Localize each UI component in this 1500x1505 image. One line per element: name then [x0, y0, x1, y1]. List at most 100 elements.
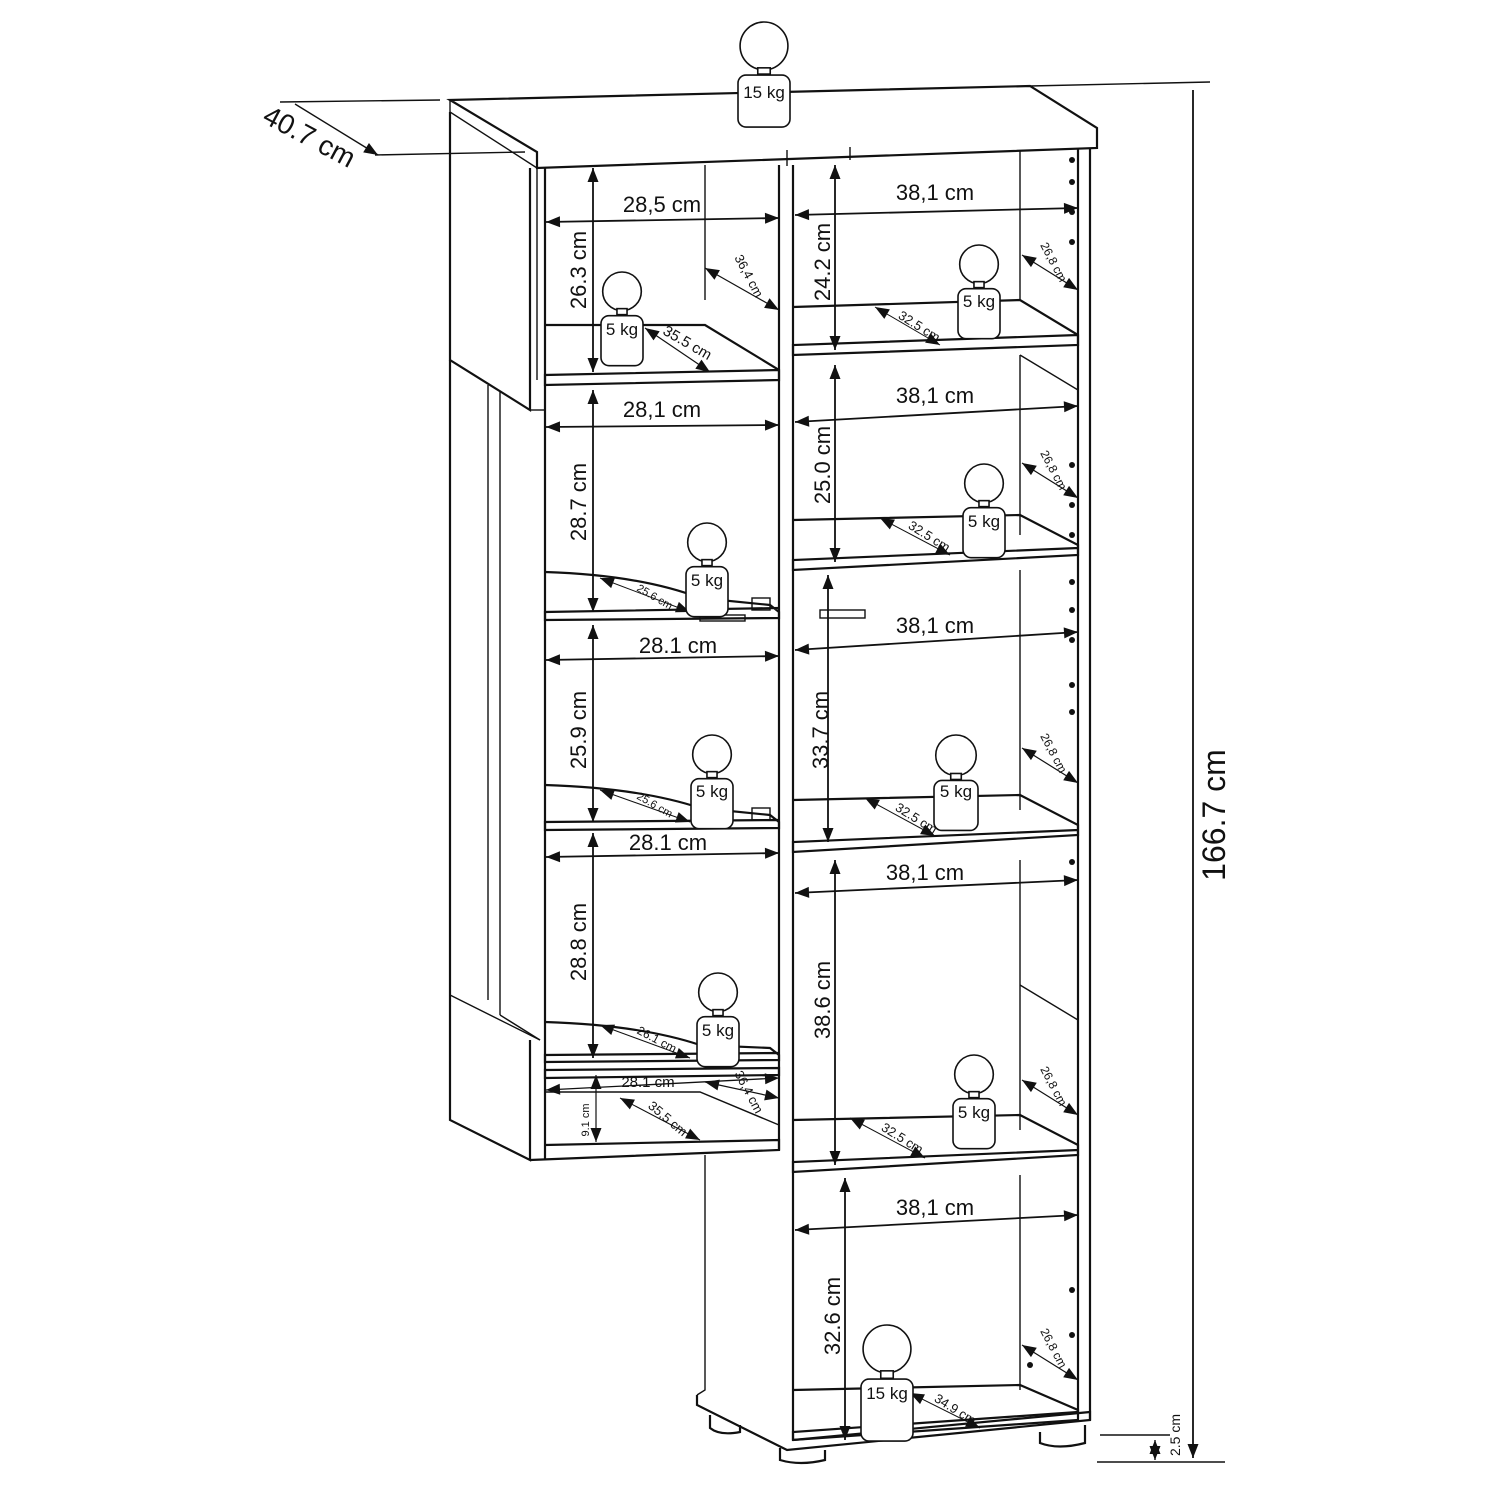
left-height-4: 28.8 cm: [566, 903, 591, 981]
right-side-depth-dim-2-arrow-start: [1022, 463, 1037, 476]
left-width-dim-1: [545, 212, 780, 228]
left-depth-7: 35,5 cm: [645, 1098, 690, 1139]
left-height-dim-1-arrow-end: [587, 358, 599, 372]
left-width-4: 28.1 cm: [629, 830, 707, 855]
right-side-depth-dim-3-arrow-end: [1063, 770, 1078, 783]
left-depth-dim-2: [644, 327, 711, 373]
left-height-dim-1: [587, 168, 599, 372]
right-shelf-depth-dim-2-arrow-end: [935, 543, 950, 555]
left-height-dim-4-arrow-start: [587, 833, 599, 847]
left-height-dim-4-arrow-end: [587, 1044, 599, 1058]
left-depth-dim-4-arrow-start: [600, 789, 616, 800]
right-weight-icon-1: [957, 244, 1001, 340]
foot-height-dimension: [1149, 1440, 1161, 1460]
overall-depth-dimension: [294, 103, 379, 156]
right-side-depth-dim-5-arrow-end: [1063, 1367, 1078, 1380]
left-weight-icon-1-ball: [601, 271, 643, 312]
left-height-5: 9.1 cm: [580, 1103, 592, 1136]
right-side-depth-dim-2: [1021, 462, 1079, 499]
left-weight-icon-3-ball: [691, 734, 733, 775]
right-height-dim-3: [822, 575, 834, 842]
left-depth-dim-2-arrow-end: [695, 359, 710, 372]
left-width-dim-4-arrow-start: [546, 851, 561, 863]
right-weight-icon-1-ball: [958, 244, 1000, 285]
right-side-depth-dim-4-arrow-start: [1022, 1080, 1037, 1093]
left-weight-icon-1: [600, 271, 644, 367]
right-width-dim-3-line: [794, 631, 1079, 651]
left-width-dim-3: [545, 650, 780, 666]
right-weight-icon-2: [962, 463, 1006, 559]
overall-height-label: 166.7 cm: [1196, 749, 1232, 881]
right-shelf-depth-dim-4-line: [849, 1117, 926, 1159]
right-height-5: 32.6 cm: [820, 1277, 845, 1355]
bottom-load-label: 15 kg: [866, 1384, 908, 1403]
left-weight-icon-2-ball: [686, 522, 728, 563]
left-width-dim-5-line: [545, 1077, 780, 1091]
right-load-label-4: 5 kg: [958, 1103, 990, 1122]
right-width-dim-3: [794, 627, 1079, 655]
left-depth-5: 26.1 cm: [635, 1023, 679, 1055]
right-shelf-depth-dim-1-arrow-start: [875, 307, 890, 319]
bottom-weight-icon-body: [860, 1378, 914, 1442]
left-height-dim-5-arrow-end: [590, 1128, 602, 1142]
right-height-dim-2-arrow-start: [829, 365, 841, 379]
top-load-label: 15 kg: [743, 83, 785, 102]
left-depth-dim-5-arrow-end: [674, 1048, 690, 1059]
right-side-depth-dim-1-arrow-start: [1022, 255, 1037, 268]
right-width-5: 38,1 cm: [896, 1195, 974, 1220]
right-width-dim-4-line: [794, 879, 1079, 894]
left-width-2: 28,1 cm: [623, 397, 701, 422]
left-height-1: 26.3 cm: [566, 231, 591, 309]
left-width-dim-4-line: [545, 852, 780, 858]
right-width-dim-5: [794, 1210, 1079, 1235]
right-side-depth-dim-2-arrow-end: [1063, 485, 1078, 498]
left-weight-icon-4-neck: [712, 1008, 724, 1017]
left-depth-dim-2-arrow-start: [645, 328, 660, 341]
right-weight-icon-3-ball: [934, 734, 978, 777]
left-height-dim-2: [587, 390, 599, 612]
left-depth-dim-3-line: [599, 577, 691, 613]
right-weight-icon-4-neck: [968, 1090, 980, 1099]
right-width-dim-1-arrow-start: [795, 209, 810, 221]
left-depth-dim-5-line: [599, 1024, 691, 1059]
right-shelf-depth-dim-5-arrow-end: [965, 1416, 980, 1428]
right-weight-icon-4: [952, 1054, 996, 1150]
left-depth-dim-5: [599, 1024, 691, 1059]
left-depth-4: 25.6 cm: [635, 790, 675, 820]
left-width-dim-5-arrow-end: [764, 1073, 779, 1085]
right-shelf-depth-4: 32.5 cm: [879, 1120, 926, 1157]
left-height-dim-3: [587, 625, 599, 822]
right-side-depth-dim-3: [1021, 747, 1079, 784]
right-weight-icon-3-body: [933, 779, 979, 832]
right-weight-icon-3-neck: [949, 772, 963, 781]
right-load-label-1: 5 kg: [963, 292, 995, 311]
right-height-dim-5-arrow-end: [839, 1426, 851, 1440]
left-width-3: 28.1 cm: [639, 633, 717, 658]
right-weight-icon-4-body: [952, 1097, 996, 1150]
left-width-dim-5-arrow-start: [546, 1083, 561, 1095]
overall-depth-dimension-line: [294, 103, 379, 156]
right-width-dim-2-line: [794, 405, 1079, 423]
left-depth-dim-1-arrow-start: [705, 268, 720, 280]
dimension-lines: [279, 81, 1225, 1463]
left-depth-dim-5-arrow-start: [600, 1024, 616, 1035]
left-weight-icon-4: [696, 972, 740, 1068]
right-width-dim-3-arrow-start: [795, 643, 810, 655]
right-side-depth-5: 26,8 cm: [1037, 1326, 1069, 1370]
left-width-dim-1-line: [545, 217, 780, 223]
foot-height-label: 2.5 cm: [1167, 1414, 1183, 1456]
right-height-dim-1: [829, 165, 841, 350]
right-height-dim-3-arrow-start: [822, 575, 834, 589]
left-depth-dim-7: [619, 1097, 701, 1141]
foot-height-dimension-arrow-start: [1149, 1440, 1161, 1454]
left-weight-icon-2-neck: [701, 558, 713, 567]
left-depth-dim-6-arrow-start: [705, 1079, 720, 1091]
overall-height-dimension-arrow-end: [1187, 1444, 1199, 1458]
right-width-dim-1: [794, 202, 1079, 221]
right-load-label-3: 5 kg: [940, 782, 972, 801]
left-weight-icon-1-body: [600, 314, 644, 367]
left-width-dim-4-arrow-end: [764, 847, 779, 859]
right-width-dim-5-line: [794, 1214, 1079, 1231]
